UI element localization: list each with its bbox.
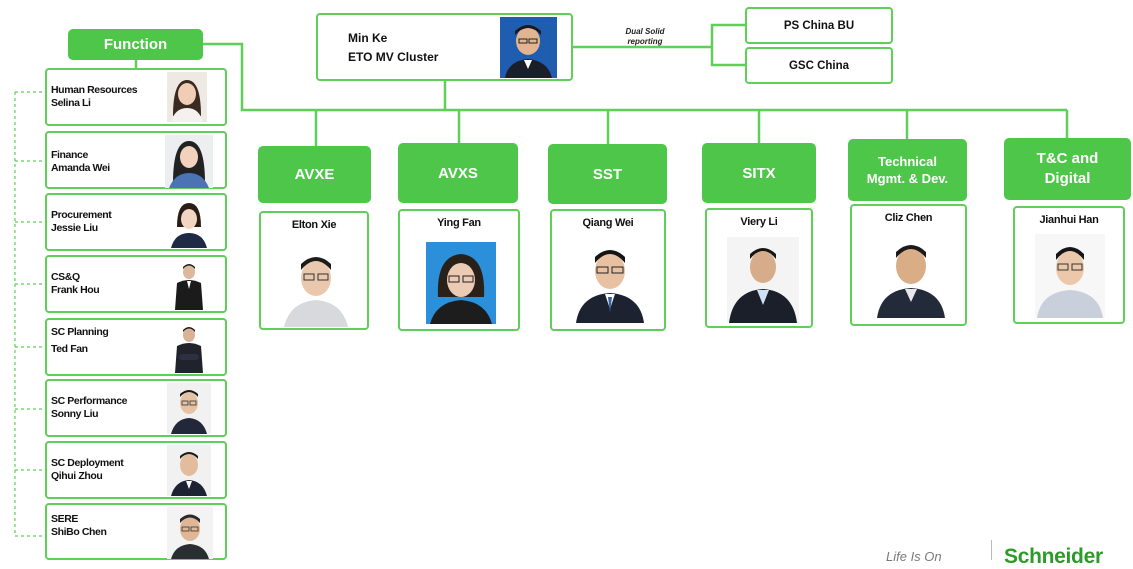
report-target-label: GSC China	[788, 59, 850, 72]
member-role: SC Performance	[51, 395, 128, 407]
member-name: Sonny Liu	[51, 408, 99, 420]
member-photo	[165, 135, 213, 188]
dual-solid-reporting-note: Dual Solid reporting	[625, 27, 665, 46]
member-role: Human Resources	[51, 84, 138, 96]
bu-header-avxs: AVXS	[398, 143, 518, 203]
bu-label: AVXS	[438, 164, 478, 182]
bu-leader-name: Viery Li	[740, 216, 778, 228]
member-name: ShiBo Chen	[51, 526, 107, 538]
head-photo	[500, 17, 557, 78]
member-name: Amanda Wei	[51, 162, 110, 174]
bu-leader-photo	[574, 239, 646, 323]
bu-header-avxe: AVXE	[258, 146, 371, 203]
member-photo	[167, 383, 211, 434]
member-role: SERE	[51, 513, 78, 525]
bu-header-sitx: SITX	[702, 143, 816, 203]
bu-leader-name: Elton Xie	[291, 219, 337, 231]
bu-leader-photo	[426, 242, 496, 324]
member-role: SC Deployment	[51, 457, 124, 469]
report-target-ps-china-bu: PS China BU	[745, 7, 893, 44]
member-photo	[167, 72, 207, 122]
report-target-gsc-china: GSC China	[745, 47, 893, 84]
bu-label: T&C and Digital	[1036, 150, 1099, 187]
member-name: Qihui Zhou	[51, 470, 103, 482]
member-photo	[167, 197, 211, 248]
bu-leader-photo	[875, 232, 947, 318]
footer-tagline: Life Is On	[886, 549, 942, 564]
member-name: Jessie Liu	[51, 222, 98, 234]
report-target-label: PS China BU	[783, 19, 855, 32]
bu-header-sst: SST	[548, 144, 667, 204]
member-name: Ted Fan	[51, 343, 88, 355]
bu-label: Technical Mgmt. & Dev.	[866, 154, 949, 186]
member-photo	[167, 322, 211, 373]
bu-leader-name: Jianhui Han	[1039, 214, 1099, 226]
bu-label: SITX	[742, 164, 776, 182]
bu-header-technical-mgmt-dev: Technical Mgmt. & Dev.	[848, 139, 967, 201]
bu-leader-photo	[727, 237, 799, 323]
member-photo	[167, 259, 211, 310]
function-header: Function	[68, 29, 203, 60]
member-role: CS&Q	[51, 271, 80, 283]
bu-leader-photo	[282, 242, 350, 327]
bu-leader-card: Viery Li	[705, 208, 813, 328]
bu-leader-card: Ying Fan	[398, 209, 520, 331]
bu-leader-name: Cliz Chen	[884, 212, 933, 224]
member-photo	[167, 507, 213, 559]
bu-header-tc-and-digital: T&C and Digital	[1004, 138, 1131, 200]
member-role: SC Planning	[51, 326, 109, 338]
bu-leader-card: Qiang Wei	[550, 209, 666, 331]
function-label: Function	[103, 36, 168, 53]
bu-label: AVXE	[294, 166, 335, 183]
bu-leader-photo	[1035, 234, 1105, 318]
footer-separator	[991, 540, 992, 560]
head-title: ETO MV Cluster	[348, 50, 439, 64]
head-name: Min Ke	[348, 31, 388, 45]
member-role: Procurement	[51, 209, 112, 221]
bu-leader-name: Qiang Wei	[582, 217, 634, 229]
bu-label: SST	[592, 165, 623, 183]
head-card: Min Ke ETO MV Cluster	[316, 13, 573, 81]
member-role: Finance	[51, 149, 88, 161]
bu-leader-card: Cliz Chen	[850, 204, 967, 326]
bu-leader-card: Jianhui Han	[1013, 206, 1125, 324]
footer-brand-logo: Schneider	[1004, 545, 1103, 568]
member-name: Frank Hou	[51, 284, 100, 296]
bu-leader-card: Elton Xie	[259, 211, 369, 330]
member-photo	[167, 445, 211, 496]
member-name: Selina Li	[51, 97, 91, 109]
bu-leader-name: Ying Fan	[437, 217, 481, 229]
